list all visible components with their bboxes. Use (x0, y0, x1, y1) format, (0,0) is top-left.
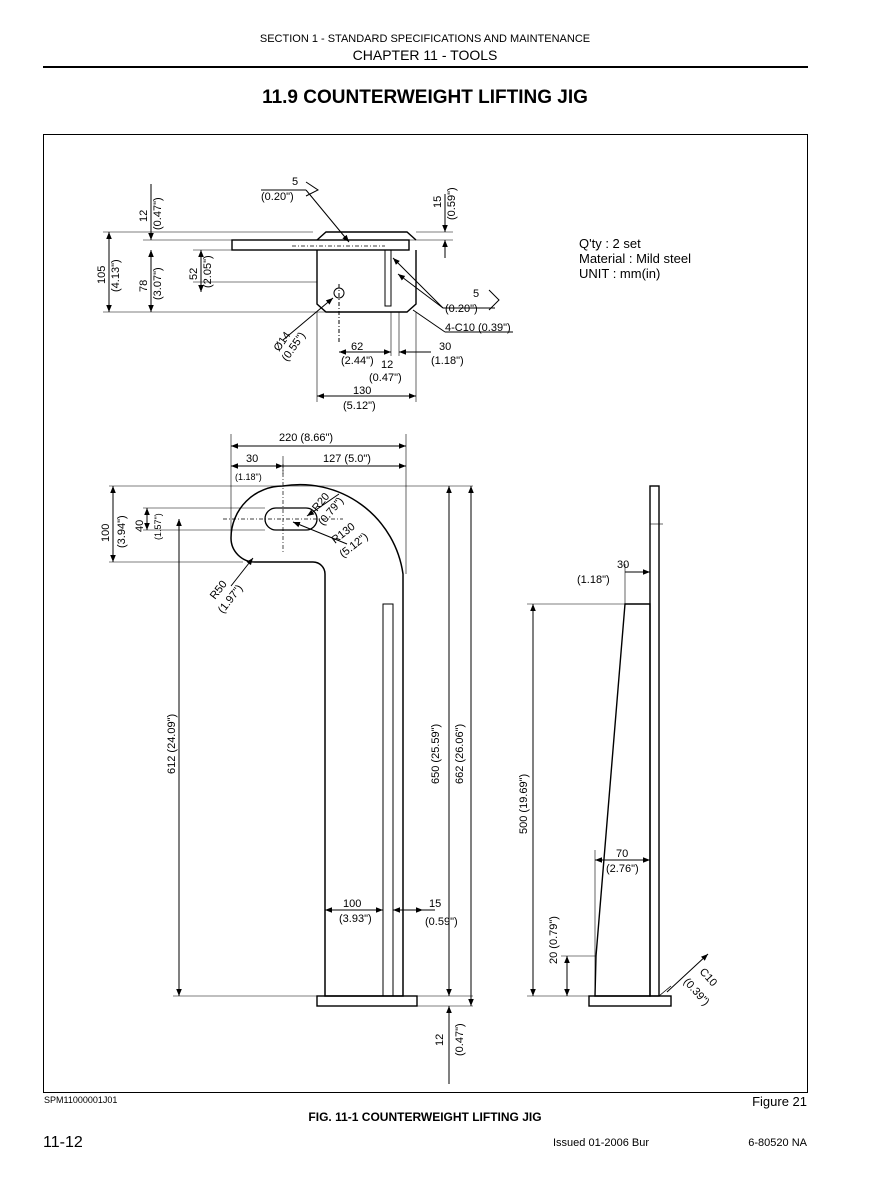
svg-text:(0.47"): (0.47") (454, 1023, 466, 1056)
svg-text:15: 15 (429, 898, 441, 910)
svg-text:105: 105 (96, 266, 108, 284)
svg-text:12: 12 (381, 359, 393, 371)
svg-text:(0.59"): (0.59") (446, 187, 458, 220)
svg-text:(0.20"): (0.20") (261, 191, 294, 203)
spec-notes: Q'ty : 2 set Material : Mild steel UNIT … (579, 236, 691, 281)
svg-text:(0.59"): (0.59") (425, 916, 458, 928)
svg-text:12: 12 (434, 1034, 446, 1046)
front-rib (382, 603, 394, 997)
side-upright (649, 485, 660, 997)
svg-text:612 (24.09"): 612 (24.09") (166, 714, 178, 774)
svg-text:(0.47"): (0.47") (369, 372, 402, 384)
top-view-labels: 5 (0.20") 15 (0.59") 12 (0.47") 105 (4.1… (96, 176, 511, 412)
svg-text:C10: C10 (697, 966, 719, 989)
figure-number: Figure 21 (752, 1094, 807, 1109)
technical-drawing: Q'ty : 2 set Material : Mild steel UNIT … (96, 176, 719, 1084)
svg-text:30: 30 (439, 341, 451, 353)
svg-text:78: 78 (138, 280, 150, 292)
svg-text:(2.05"): (2.05") (202, 255, 214, 288)
svg-text:(2.44"): (2.44") (341, 355, 374, 367)
svg-text:(3.94"): (3.94") (116, 515, 128, 548)
svg-text:(0.47"): (0.47") (152, 197, 164, 230)
top-plate (231, 239, 410, 251)
svg-text:(0.20"): (0.20") (445, 303, 478, 315)
svg-text:5: 5 (473, 288, 479, 300)
top-view (103, 181, 513, 402)
drawing-frame (43, 134, 808, 1093)
svg-text:500 (19.69"): 500 (19.69") (518, 774, 530, 834)
svg-text:(1.57"): (1.57") (153, 513, 163, 540)
svg-text:5: 5 (292, 176, 298, 188)
svg-text:30: 30 (617, 559, 629, 571)
svg-text:15: 15 (432, 196, 444, 208)
figure-code: SPM11000001J01 (44, 1095, 118, 1105)
side-view (527, 485, 709, 1007)
side-view-labels: 30 (1.18") 500 (19.69") 70 (2.76") 20 (0… (518, 559, 719, 1008)
svg-text:(5.12"): (5.12") (343, 400, 376, 412)
front-base (316, 995, 418, 1007)
svg-text:(4.13"): (4.13") (110, 259, 122, 292)
unit-note: UNIT : mm(in) (579, 266, 660, 281)
svg-text:662 (26.06"): 662 (26.06") (454, 724, 466, 784)
front-slot (264, 507, 318, 531)
svg-text:52: 52 (188, 268, 200, 280)
svg-text:650 (25.59"): 650 (25.59") (430, 724, 442, 784)
svg-text:(3.93"): (3.93") (339, 913, 372, 925)
material-note: Material : Mild steel (579, 251, 691, 266)
svg-text:62: 62 (351, 341, 363, 353)
chapter-header: CHAPTER 11 - TOOLS (352, 47, 498, 63)
front-view-labels: 220 (8.66") 30 (1.18") 127 (5.0") 100 (3… (100, 432, 466, 1056)
svg-text:(1.18"): (1.18") (235, 472, 262, 482)
svg-text:40: 40 (134, 520, 146, 532)
section-header: SECTION 1 - STANDARD SPECIFICATIONS AND … (259, 33, 591, 45)
svg-text:30: 30 (246, 453, 258, 465)
svg-text:(1.18"): (1.18") (431, 355, 464, 367)
svg-text:100: 100 (100, 524, 112, 542)
top-body (316, 250, 417, 313)
page-number: 11-12 (43, 1134, 83, 1151)
issued-date: Issued 01-2006 Bur (553, 1137, 650, 1149)
header-rule (43, 66, 808, 68)
svg-text:(1.18"): (1.18") (577, 574, 610, 586)
svg-text:4-C10 (0.39"): 4-C10 (0.39") (445, 322, 511, 334)
svg-text:220 (8.66"): 220 (8.66") (279, 432, 333, 444)
svg-text:70: 70 (616, 848, 628, 860)
svg-text:130: 130 (353, 385, 371, 397)
front-view (109, 434, 474, 1084)
svg-text:100: 100 (343, 898, 361, 910)
front-outline (230, 483, 404, 997)
side-rib (594, 603, 651, 997)
svg-text:127 (5.0"): 127 (5.0") (323, 453, 371, 465)
svg-text:(3.07"): (3.07") (152, 267, 164, 300)
top-rib (384, 249, 392, 307)
svg-text:(2.76"): (2.76") (606, 863, 639, 875)
figure-caption: FIG. 11-1 COUNTERWEIGHT LIFTING JIG (308, 1110, 542, 1124)
side-base (588, 995, 672, 1007)
qty-note: Q'ty : 2 set (579, 236, 641, 251)
svg-text:20 (0.79"): 20 (0.79") (548, 916, 560, 964)
document-number: 6-80520 NA (748, 1137, 807, 1149)
svg-text:12: 12 (138, 210, 150, 222)
page-title: 11.9 COUNTERWEIGHT LIFTING JIG (262, 87, 588, 108)
